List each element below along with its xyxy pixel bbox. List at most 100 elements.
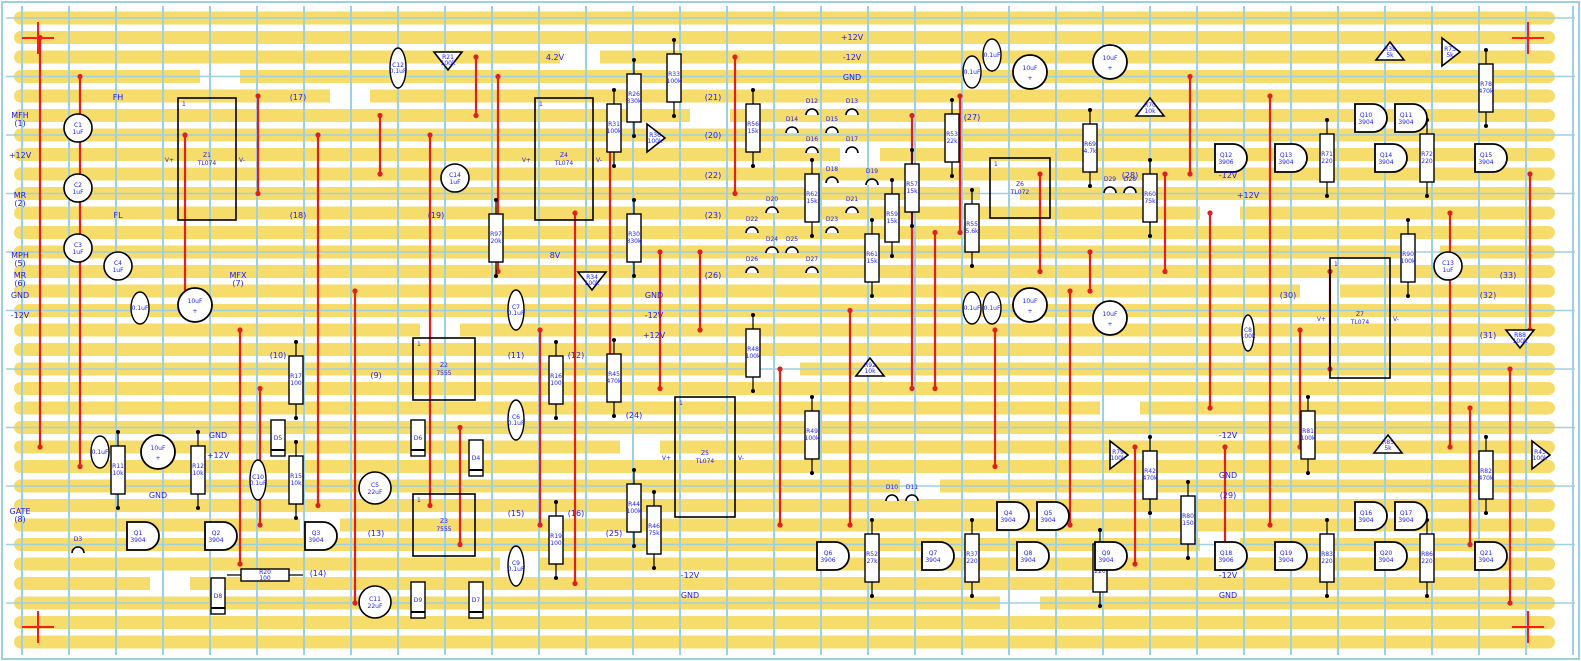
diode: D25 bbox=[785, 236, 799, 254]
solder-pad bbox=[847, 307, 853, 314]
electrolytic-value: 10uF bbox=[1023, 298, 1038, 305]
copper-strip bbox=[14, 265, 1555, 278]
electrolytic-capacitor: 10uF+ bbox=[1012, 287, 1048, 323]
ic-pin1: 1 bbox=[1334, 261, 1338, 268]
diode-body bbox=[210, 577, 226, 615]
solder-pad bbox=[257, 385, 263, 392]
strip-break bbox=[150, 576, 190, 591]
capacitor-name: C11 bbox=[369, 596, 381, 603]
trimmer-name: R88 bbox=[1514, 332, 1526, 339]
resistor-name: R17 bbox=[290, 373, 302, 380]
net-label: (14) bbox=[310, 569, 326, 578]
resistor-value: 470k bbox=[1479, 88, 1494, 95]
resistor-value: 150 bbox=[1182, 520, 1194, 527]
solder-pad bbox=[237, 327, 243, 333]
resistor-pad bbox=[1484, 511, 1488, 515]
transistor-type: 3904 bbox=[208, 537, 223, 544]
copper-strip bbox=[14, 518, 1555, 532]
diode: D5 bbox=[270, 419, 286, 457]
solder-pad bbox=[77, 73, 83, 80]
edge-label: GATE bbox=[10, 507, 31, 516]
resistor-name: R57 bbox=[906, 181, 918, 188]
capacitor-body bbox=[358, 471, 392, 505]
net-label: (29) bbox=[1220, 491, 1236, 500]
resistor-pad bbox=[1186, 556, 1190, 560]
resistor-pad bbox=[1406, 294, 1410, 298]
diode-body bbox=[745, 266, 759, 274]
diode-body bbox=[785, 246, 799, 254]
resistor-pad bbox=[1306, 471, 1310, 475]
solder-pad bbox=[957, 229, 963, 236]
resistor-value: 100 bbox=[550, 380, 562, 387]
trimmer-name: R92 bbox=[864, 362, 876, 369]
ic-outline bbox=[412, 337, 476, 401]
resistor-body bbox=[1142, 173, 1158, 223]
solder-pad bbox=[777, 366, 783, 372]
solder-pad bbox=[1507, 600, 1513, 606]
transistor-body bbox=[1374, 143, 1408, 173]
trimmer-name: R38 bbox=[1384, 46, 1396, 53]
rail-label: +12V bbox=[207, 451, 230, 460]
trimmer-body bbox=[646, 122, 667, 154]
rail-label: 8V bbox=[550, 251, 561, 260]
resistor-pad bbox=[970, 188, 974, 192]
solder-pad bbox=[315, 132, 321, 138]
transistor-name: Q16 bbox=[1360, 510, 1373, 517]
transistor-name: Q13 bbox=[1280, 152, 1293, 159]
resistor-body bbox=[1180, 495, 1196, 545]
electrolytic-capacitor: 10uF+ bbox=[1092, 44, 1128, 80]
edge-label: MR bbox=[14, 191, 27, 200]
transistor-body bbox=[921, 541, 955, 571]
diode: D9 bbox=[410, 581, 426, 619]
diode: D21 bbox=[845, 196, 859, 214]
resistor-pad bbox=[751, 389, 755, 393]
diode-body bbox=[745, 226, 759, 234]
transistor-name: Q8 bbox=[1024, 550, 1033, 557]
solder-pad bbox=[1267, 93, 1273, 99]
rail-label: FH bbox=[113, 93, 124, 102]
resistor-value: 15k bbox=[747, 128, 759, 135]
resistor-pad bbox=[632, 58, 636, 62]
solder-pad bbox=[427, 502, 433, 509]
resistor-value: 5.6k bbox=[965, 228, 979, 235]
trimmer-body bbox=[854, 356, 886, 377]
resistor-name: R59 bbox=[886, 211, 898, 218]
net-label: (22) bbox=[705, 171, 721, 180]
diode-body bbox=[785, 126, 799, 134]
resistor-value: 220 bbox=[1421, 158, 1433, 165]
diode: D24 bbox=[765, 236, 779, 254]
solder-pad bbox=[1297, 327, 1303, 333]
diode: D29 bbox=[1103, 176, 1117, 194]
ic-type: TL074 bbox=[1350, 319, 1370, 326]
resistor-value: 10k bbox=[290, 480, 302, 487]
transistor-type: 3904 bbox=[1040, 517, 1055, 524]
solder-pad bbox=[1087, 288, 1093, 294]
capacitor-value: 0.1uF bbox=[390, 68, 407, 75]
resistor-name: R81 bbox=[1302, 428, 1314, 435]
diode-name: D15 bbox=[826, 116, 838, 123]
diode-name: D12 bbox=[806, 98, 818, 105]
film-body bbox=[962, 291, 982, 325]
rail-label: -12V bbox=[1219, 431, 1238, 440]
electrolytic-body bbox=[1092, 300, 1128, 336]
resistor-pad bbox=[810, 471, 814, 475]
film-body bbox=[982, 291, 1002, 325]
resistor-body bbox=[606, 103, 622, 153]
